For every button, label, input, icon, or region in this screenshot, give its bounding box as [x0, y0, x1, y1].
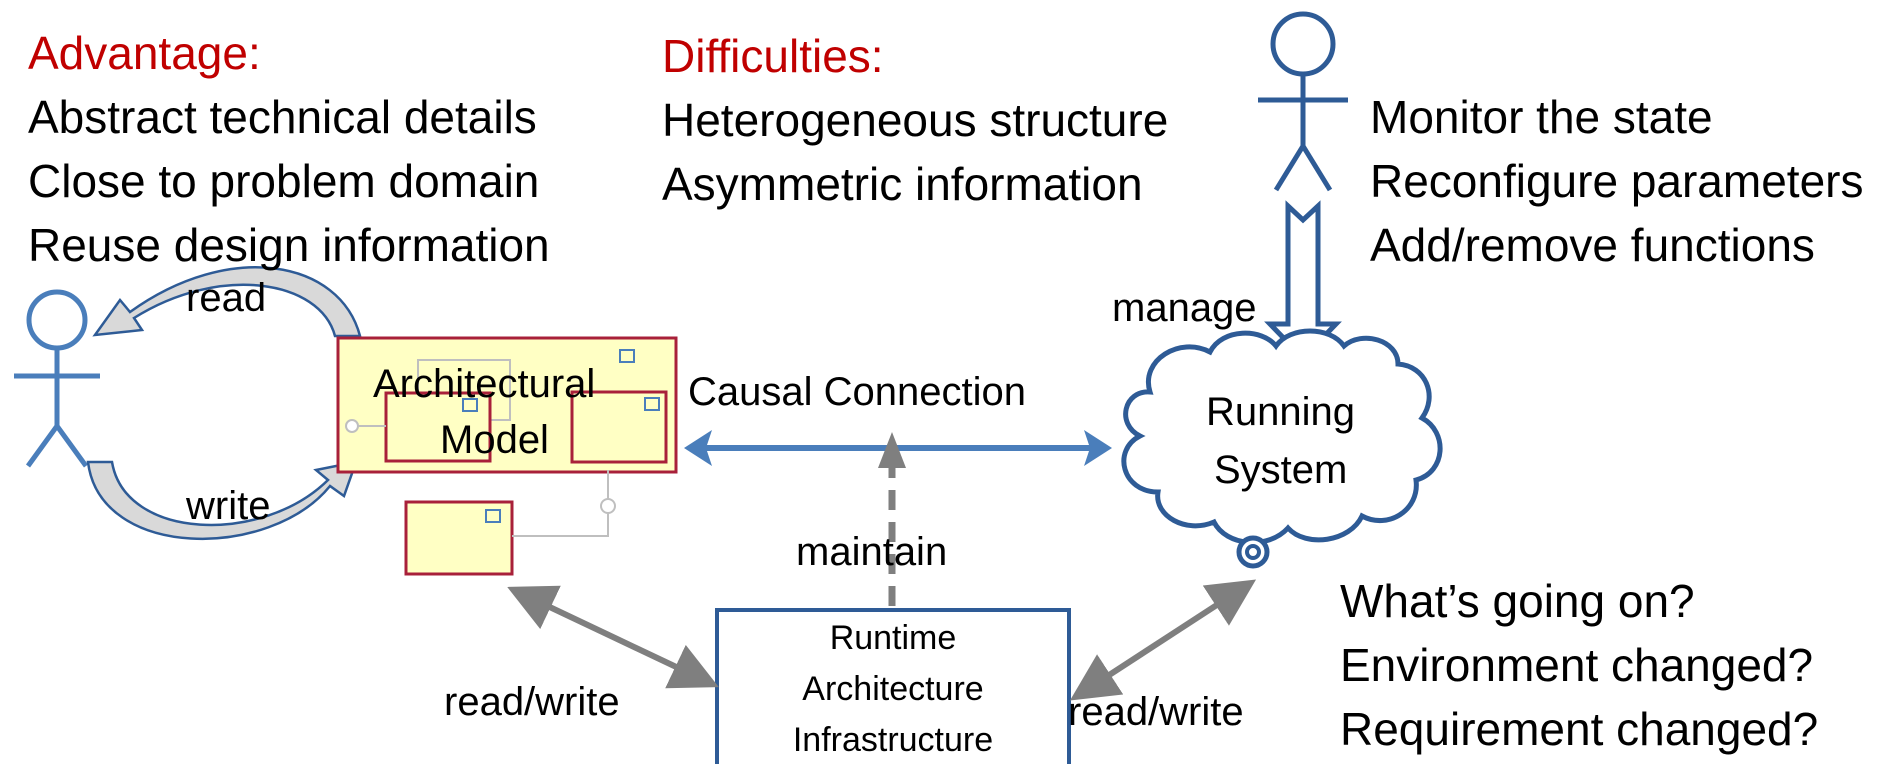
read-write-right-label: read/write	[1068, 690, 1244, 734]
infrastructure-label-line2: Architecture	[802, 670, 984, 708]
component-box	[404, 470, 616, 576]
manage-arrow	[1264, 200, 1342, 362]
infrastructure-label-line1: Runtime	[829, 619, 957, 657]
read-curved-arrow	[92, 266, 362, 338]
infrastructure-label-line3: Infrastructure	[792, 721, 994, 759]
maintain-dashed-arrow	[878, 432, 906, 606]
system-label-line2: System	[1214, 448, 1348, 492]
model-label-line2: Model	[440, 418, 549, 462]
advantage-item: Reuse design information	[28, 219, 550, 271]
causal-connection-label: Causal Connection	[688, 370, 1026, 414]
manage-label: manage	[1112, 286, 1257, 330]
infrastructure-label: Runtime Architecture Infrastructure	[717, 613, 1069, 766]
write-label: write	[186, 484, 271, 528]
operator-actor-icon	[1258, 11, 1348, 192]
difficulties-item: Heterogeneous structure	[662, 94, 1169, 146]
read-write-right-arrow	[1069, 579, 1257, 701]
difficulties-title: Difficulties:	[662, 30, 884, 82]
operation-item: Add/remove functions	[1370, 219, 1815, 271]
operation-item: Monitor the state	[1370, 91, 1713, 143]
system-label-line1: Running	[1206, 390, 1356, 434]
developer-actor-icon	[14, 289, 100, 468]
read-label: read	[186, 276, 267, 320]
write-curved-arrow	[86, 460, 358, 541]
advantage-item: Abstract technical details	[28, 91, 537, 143]
model-label-line1: Architectural	[373, 362, 596, 406]
advantage-title: Advantage:	[28, 27, 261, 79]
read-write-left-label: read/write	[444, 680, 620, 724]
advantage-item: Close to problem domain	[28, 155, 540, 207]
infrastructure-box	[715, 608, 1071, 764]
read-write-left-arrow	[507, 585, 719, 689]
architectural-model-box	[336, 336, 678, 474]
question-item: Environment changed?	[1340, 639, 1814, 691]
question-item: Requirement changed?	[1340, 703, 1819, 755]
difficulties-item: Asymmetric information	[662, 158, 1143, 210]
maintain-label: maintain	[796, 530, 948, 574]
running-system-cloud	[1121, 328, 1443, 569]
question-item: What’s going on?	[1340, 575, 1695, 627]
operation-item: Reconfigure parameters	[1370, 155, 1864, 207]
